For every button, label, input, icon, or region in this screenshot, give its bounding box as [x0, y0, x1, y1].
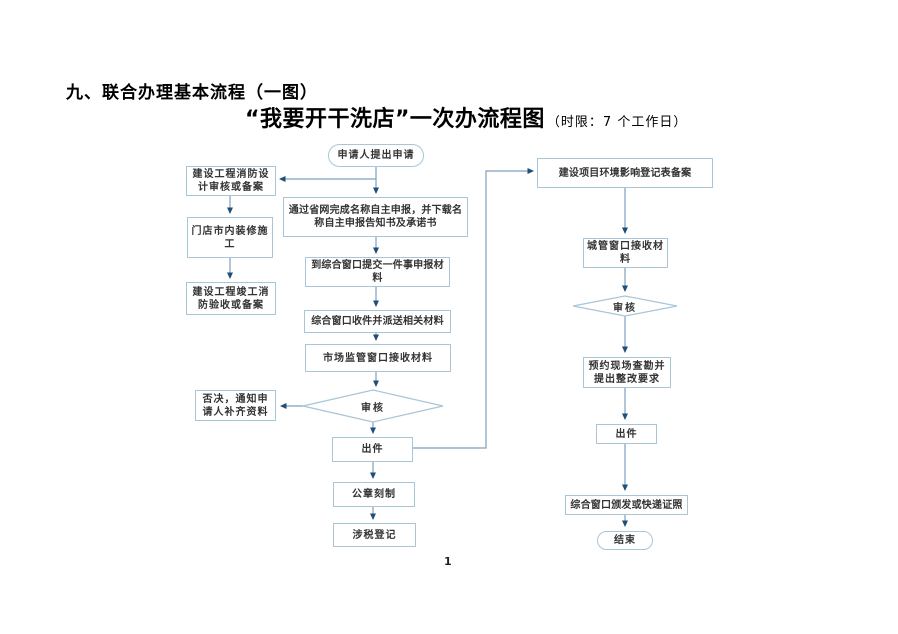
section-heading: 九、联合办理基本流程（一图）: [66, 83, 318, 103]
flowchart-title: “我要开干洗店”一次办流程图 （时限：7 个工作日）: [245, 101, 687, 133]
flow-node-env-registration: 建设项目环境影响登记表备案: [537, 158, 713, 188]
flow-node-seal-engraving: 公章刻制: [333, 482, 415, 507]
flow-node-license-delivery: 综合窗口颁发或快递证照: [565, 495, 688, 515]
flow-node-fire-design-review: 建设工程消防设计审核或备案: [186, 166, 276, 196]
flow-node-urban-mgmt-receive: 城管窗口接收材料: [583, 238, 668, 268]
flow-node-site-survey: 预约现场查勘并提出整改要求: [583, 357, 671, 388]
flow-node-reject-notify: 否决，通知申请人补齐资料: [195, 390, 276, 421]
flow-node-market-regulation-receive: 市场监管窗口接收材料: [305, 344, 451, 372]
flow-node-window-receive-dispatch: 综合窗口收件并派送相关材料: [304, 310, 451, 333]
flow-node-review-right: 审核: [613, 302, 637, 314]
review-mid-diamond: [302, 389, 444, 423]
flow-node-online-name-declaration: 通过省网完成名称自主申报，并下载名称自主申报告知书及承诺书: [283, 197, 468, 237]
flow-node-end: 结束: [597, 531, 653, 550]
connector-lines: [227, 167, 628, 527]
flow-node-issue-mid: 出件: [332, 437, 413, 462]
flow-node-start: 申请人提出申请: [328, 144, 424, 167]
review-right-diamond: [572, 295, 678, 317]
flow-node-tax-registration: 涉税登记: [333, 523, 416, 547]
flow-node-issue-right: 出件: [596, 424, 657, 444]
flow-node-submit-materials-window: 到综合窗口提交一件事申报材料: [305, 257, 450, 287]
decision-diamonds: [302, 295, 678, 423]
flowchart-title-text: “我要开干洗店”一次办流程图: [245, 107, 545, 132]
flow-node-review-mid: 审核: [361, 402, 385, 414]
flowchart-title-note: （时限：7 个工作日）: [546, 115, 688, 130]
flow-node-fire-completion-acceptance: 建设工程竣工消防验收或备案: [186, 282, 276, 315]
page-number: 1: [444, 555, 452, 568]
flow-node-store-renovation: 门店市内装修施工: [187, 217, 273, 258]
